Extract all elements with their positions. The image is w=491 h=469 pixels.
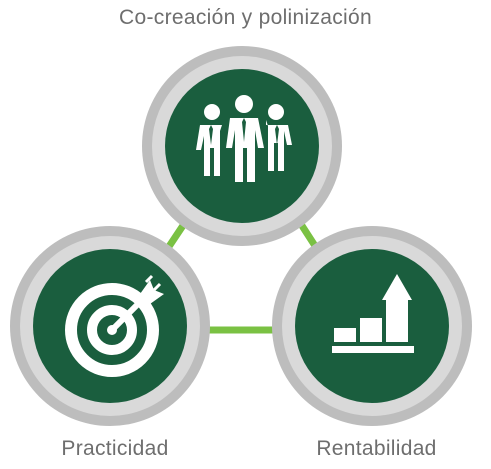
label-co-creacion: Co-creación y polinización bbox=[119, 6, 372, 29]
growth-chart-arrow-icon bbox=[332, 274, 414, 353]
target-arrow-icon bbox=[65, 274, 164, 377]
node-top bbox=[142, 46, 342, 246]
node-left bbox=[10, 226, 210, 426]
label-rentabilidad: Rentabilidad bbox=[316, 437, 437, 460]
label-practicidad: Practicidad bbox=[61, 437, 169, 460]
node-right bbox=[272, 226, 472, 426]
people-group-icon bbox=[196, 95, 292, 182]
